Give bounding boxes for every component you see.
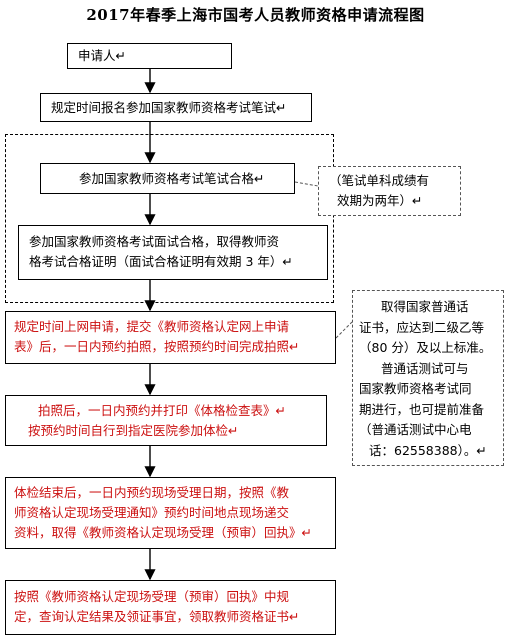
step-register-text: 规定时间报名参加国家教师资格考试笔试↵: [51, 100, 287, 115]
note2-line5: 国家教师资格考试同: [359, 381, 472, 396]
note-putonghua-certificate: 取得国家普通话 证书，应达到二级乙等 （80 分）及以上标准。 普通话测试可与 …: [352, 290, 504, 466]
page-title: 2017年春季上海市国考人员教师资格申请流程图: [86, 6, 425, 24]
step-medical-exam: 拍照后，一日内预约并打印《体格检查表》↵ 按预约时间自行到指定医院参加体检↵: [5, 395, 327, 446]
note1-line2: 效期为两年）↵: [337, 193, 423, 208]
step-online-application: 规定时间上网申请，提交《教师资格认定网上申请 表》后，一日内预约拍照，按照预约时…: [5, 311, 336, 364]
step-register-written-exam: 规定时间报名参加国家教师资格考试笔试↵: [40, 93, 312, 122]
step-applicant-text: 申请人↵: [78, 48, 126, 63]
note2-line7: （普通话测试中心电: [359, 422, 472, 437]
step-written-pass-text: 参加国家教师资格考试笔试合格↵: [79, 171, 265, 186]
step-collect-line2: 定，查询认定结果及领证事宜，领取教师资格证书↵: [14, 609, 300, 624]
step-onsite-line3: 资料，取得《教师资格认定现场受理（预审）回执》↵: [14, 525, 312, 540]
step-medical-line1: 拍照后，一日内预约并打印《体格检查表》↵: [38, 403, 286, 418]
step-onsite-line2: 师资格认定现场受理通知》预约时间地点现场递交: [14, 505, 290, 520]
note1-line1: （笔试单科成绩有: [329, 173, 430, 188]
step-onsite-submission: 体检结束后，一日内预约现场受理日期，按照《教 师资格认定现场受理通知》预约时间地…: [5, 477, 336, 549]
note2-line2: 证书，应达到二级乙等: [359, 319, 485, 335]
step-applicant: 申请人↵: [67, 43, 232, 69]
note2-line1: 取得国家普通话: [381, 299, 469, 314]
step-interview-line2: 格考试合格证明（面试合格证明有效期 3 年）↵: [29, 254, 293, 269]
note2-line3: （80 分）及以上标准。: [359, 340, 492, 355]
note2-line6: 期进行，也可提前准备: [359, 401, 485, 417]
note2-connector: [335, 321, 353, 339]
step-collect-certificate: 按照《教师资格认定现场受理（预审）回执》中规 定，查询认定结果及领证事宜，领取教…: [5, 580, 336, 635]
step-collect-line1: 按照《教师资格认定现场受理（预审）回执》中规: [14, 589, 290, 604]
step-interview-pass: 参加国家教师资格考试面试合格，取得教师资 格考试合格证明（面试合格证明有效期 3…: [18, 225, 328, 280]
step-online-line2: 表》后，一日内预约拍照，按照预约时间完成拍照↵: [14, 339, 300, 354]
step-onsite-line1: 体检结束后，一日内预约现场受理日期，按照《教: [14, 485, 290, 500]
step-medical-line2: 按预约时间自行到指定医院参加体检↵: [28, 423, 239, 438]
exam-stage-group: [5, 134, 334, 303]
step-interview-line1: 参加国家教师资格考试面试合格，取得教师资: [29, 234, 280, 249]
note1-connector: [294, 181, 319, 187]
note-written-score-validity: （笔试单科成绩有 效期为两年）↵: [318, 166, 461, 216]
step-written-exam-pass: 参加国家教师资格考试笔试合格↵: [40, 163, 295, 194]
note2-line4: 普通话测试可与: [381, 360, 469, 376]
note2-line8: 话：62558388）。↵: [369, 442, 487, 458]
step-online-line1: 规定时间上网申请，提交《教师资格认定网上申请: [14, 319, 290, 334]
